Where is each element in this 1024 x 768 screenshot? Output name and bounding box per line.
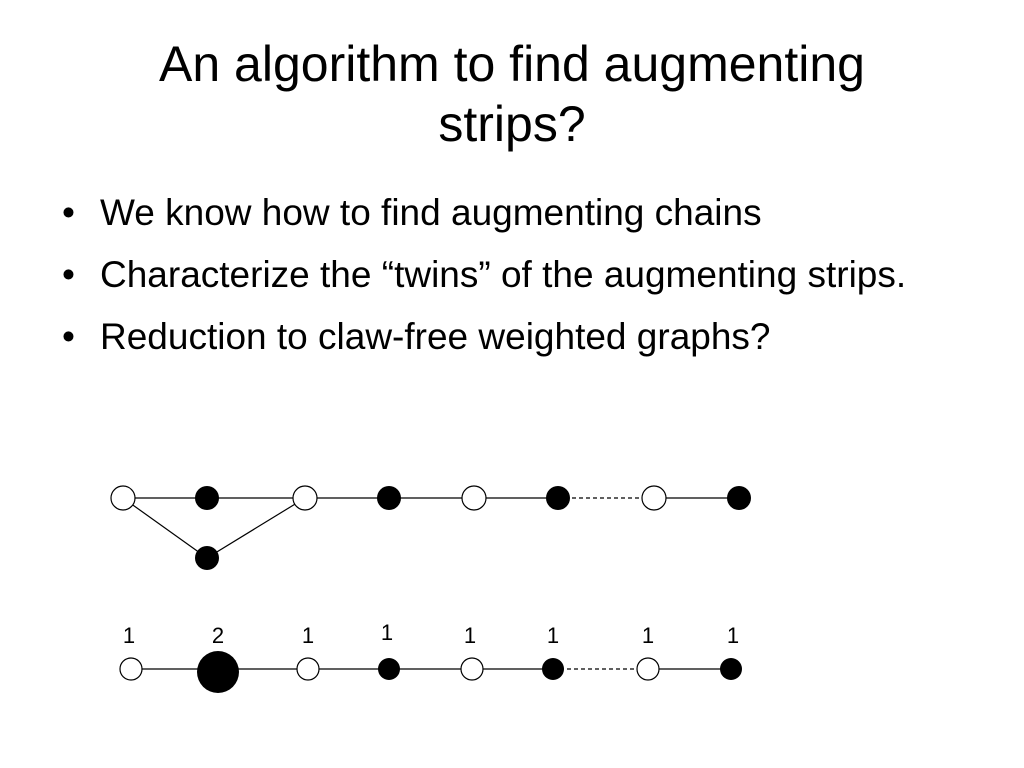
- filled-vertex: [195, 486, 219, 510]
- slide-title-line2: strips?: [438, 96, 586, 152]
- filled-vertex: [546, 486, 570, 510]
- large-filled-vertex: [197, 651, 239, 693]
- open-vertex: [110, 485, 136, 511]
- bullet-item: Reduction to claw-free weighted graphs?: [62, 314, 982, 360]
- weight-label: 1: [123, 623, 135, 648]
- weight-label: 1: [302, 623, 314, 648]
- top-graph: [110, 485, 751, 570]
- open-vertex: [460, 657, 484, 681]
- weight-label: 1: [381, 620, 393, 645]
- top-edge: [122, 497, 208, 559]
- filled-vertex: [720, 658, 742, 680]
- open-vertex: [292, 485, 318, 511]
- weight-label: 1: [464, 623, 476, 648]
- open-vertex: [641, 485, 667, 511]
- filled-vertex: [542, 658, 564, 680]
- bullet-item: Characterize the “twins” of the augmenti…: [62, 252, 982, 298]
- bullet-list: We know how to find augmenting chains Ch…: [62, 190, 982, 376]
- weight-label: 1: [727, 623, 739, 648]
- top-edge: [206, 497, 306, 559]
- weight-label: 1: [642, 623, 654, 648]
- slide-title: An algorithm to find augmenting strips?: [0, 34, 1024, 154]
- open-vertex: [636, 657, 660, 681]
- weight-label: 2: [212, 623, 224, 648]
- open-vertex: [296, 657, 320, 681]
- bottom-graph: 1 2 1 1 1 1 1 1: [119, 620, 742, 693]
- open-vertex: [119, 657, 143, 681]
- bullet-item: We know how to find augmenting chains: [62, 190, 982, 236]
- weight-label: 1: [547, 623, 559, 648]
- open-vertex: [461, 485, 487, 511]
- slide-title-line1: An algorithm to find augmenting: [159, 36, 865, 92]
- filled-vertex: [378, 658, 400, 680]
- claw-vertex: [195, 546, 219, 570]
- filled-vertex: [377, 486, 401, 510]
- filled-vertex: [727, 486, 751, 510]
